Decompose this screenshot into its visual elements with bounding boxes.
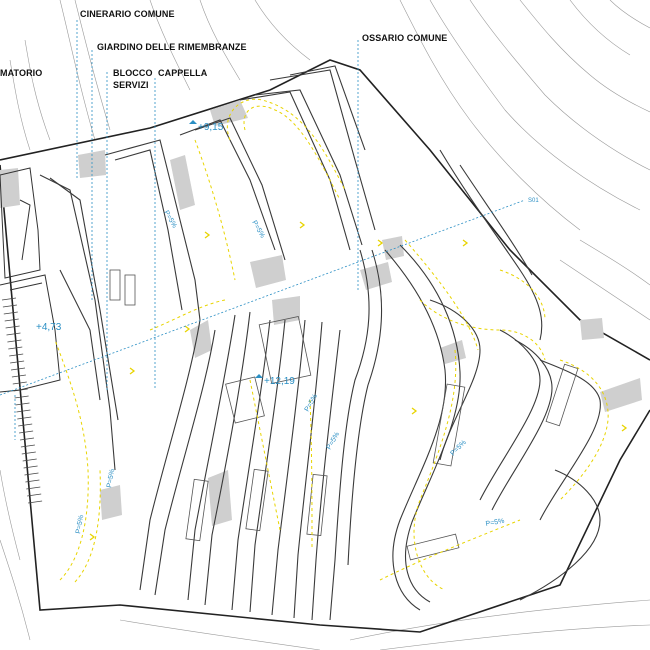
slope-label-5: P=5% xyxy=(449,439,467,457)
parking-stall-line xyxy=(10,367,26,371)
parking-stall-line xyxy=(5,325,20,329)
area-labels: CINERARIO COMUNE GIARDINO DELLE RIMEMBRA… xyxy=(0,9,447,90)
parking-stall-line xyxy=(11,374,26,378)
parking-stall-line xyxy=(22,458,37,462)
elevation-marker-icon xyxy=(255,374,263,378)
parking-stall-line xyxy=(8,346,23,350)
elevation-label-1: +9,15 xyxy=(198,122,224,133)
walking-paths xyxy=(54,98,609,591)
label-giardino: GIARDINO DELLE RIMEMBRANZE xyxy=(97,42,247,52)
label-cappella: CAPPELLA xyxy=(158,68,208,78)
parking-stall-line xyxy=(19,430,34,434)
slope-label-8: P=5% xyxy=(75,515,85,535)
shaded-areas xyxy=(0,100,642,526)
parking-stall-line xyxy=(15,402,30,406)
parking-stalls xyxy=(1,297,43,504)
terrace-walls xyxy=(39,65,601,621)
parking-stall-line xyxy=(21,451,36,455)
parking-stall-line xyxy=(13,388,28,392)
slope-label-3: P=5% xyxy=(304,393,319,413)
direction-arrows xyxy=(89,221,628,541)
parking-stall-line xyxy=(27,493,42,497)
slope-label-1: P=5% xyxy=(162,210,177,230)
label-servizi: SERVIZI xyxy=(113,80,149,90)
parking-stall-line xyxy=(6,332,21,336)
parking-stall-line xyxy=(12,381,27,385)
slope-label-7: P=5% xyxy=(106,469,116,489)
elevation-marker-icon xyxy=(189,120,197,124)
parking-stall-line xyxy=(19,437,35,441)
elevation-label-2: +12,19 xyxy=(264,376,295,387)
parking-stall-line xyxy=(1,297,17,301)
parking-stall-line xyxy=(2,304,17,308)
section-label: S01 xyxy=(528,198,539,204)
slope-labels: P=5% P=5% P=5% P=5% P=5% P=5% P=5% P=5% xyxy=(75,210,505,535)
site-boundary xyxy=(0,59,650,633)
parking-stall-line xyxy=(16,409,31,413)
label-ossario: OSSARIO COMUNE xyxy=(362,33,447,43)
parking-stall-line xyxy=(7,339,22,343)
parking-stall-line xyxy=(25,479,40,483)
parking-stall-line xyxy=(3,311,18,315)
parking-stall-line xyxy=(17,416,32,420)
label-cinerario: CINERARIO COMUNE xyxy=(80,9,175,19)
elevation-markers: +9,15 +12,19 +4,73 xyxy=(36,120,295,387)
elevation-label-3: +4,73 xyxy=(36,322,62,333)
parking-stall-line xyxy=(23,465,38,469)
parking-stall-line xyxy=(24,472,39,476)
parking-stall-line xyxy=(14,395,29,399)
parking-stall-line xyxy=(28,500,43,504)
burial-blocks xyxy=(109,269,579,561)
parking-stall-line xyxy=(26,486,41,490)
label-blocco: BLOCCO xyxy=(113,68,153,78)
parking-stall-line xyxy=(4,318,19,322)
slope-label-2: P=5% xyxy=(250,220,265,240)
label-crematorio: MATORIO xyxy=(0,68,42,78)
parking-stall-line xyxy=(10,360,25,364)
parking-stall-line xyxy=(18,423,33,427)
parking-stall-line xyxy=(20,444,35,448)
slope-label-6: P=5% xyxy=(485,518,505,528)
parking-stall-line xyxy=(9,353,24,357)
section-marker: S01 xyxy=(528,198,539,204)
leader-lines xyxy=(0,20,526,440)
